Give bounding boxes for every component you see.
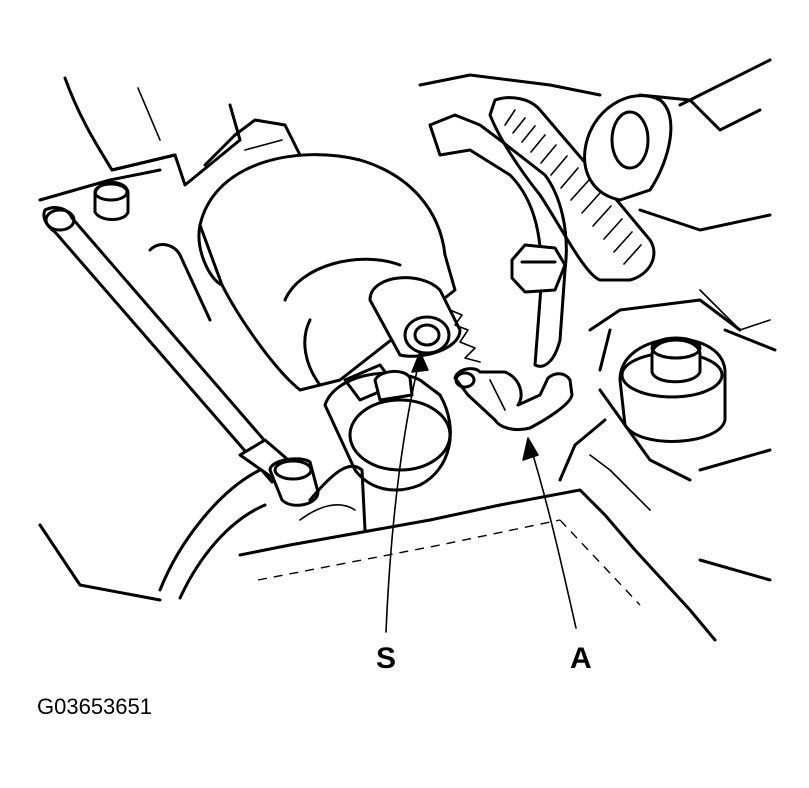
hex-nut <box>510 243 567 294</box>
right-frame <box>418 58 777 472</box>
upper-left-bracket <box>38 76 242 202</box>
drive-housing <box>323 363 452 492</box>
solenoid <box>368 276 481 363</box>
callout-a: A <box>570 642 592 675</box>
ring-bracket <box>583 93 762 202</box>
figure-id: G03653651 <box>37 694 152 719</box>
elbow-connector <box>453 367 574 432</box>
mount-bolt <box>93 181 130 221</box>
mount-bushing <box>588 298 742 482</box>
rod-bolt <box>238 438 320 507</box>
leader-arrow-a <box>522 437 577 629</box>
coolant-hose <box>428 96 656 368</box>
callout-s: S <box>376 642 396 675</box>
oil-pan <box>238 418 772 642</box>
leader-arrow-s <box>385 351 429 633</box>
lower-left-bracket <box>38 243 367 602</box>
